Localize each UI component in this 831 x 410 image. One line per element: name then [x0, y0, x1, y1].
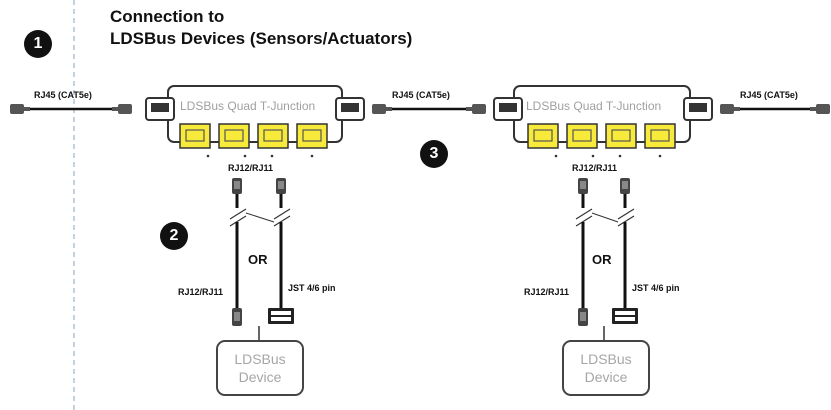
- drop-cables-1: [229, 178, 294, 326]
- title-line-2: LDSBus Devices (Sensors/Actuators): [110, 29, 413, 48]
- rj45-label-left: RJ45 (CAT5e): [34, 90, 92, 100]
- junction-label-2: LDSBus Quad T-Junction: [526, 99, 662, 113]
- junction-label-1: LDSBus Quad T-Junction: [180, 99, 316, 113]
- rj45-cable-right: [720, 104, 830, 114]
- rj12-label-bottom-1: RJ12/RJ11: [178, 287, 224, 297]
- rj45-label-right: RJ45 (CAT5e): [740, 90, 798, 100]
- title-line-1: Connection to: [110, 7, 225, 26]
- step-badge-3: 3: [420, 140, 448, 168]
- step-badge-1: 1: [24, 30, 52, 58]
- ldsbus-device-1: LDSBus Device: [216, 340, 304, 396]
- or-label-1: OR: [248, 252, 268, 267]
- rj12-label-top-1: RJ12/RJ11: [228, 163, 274, 173]
- rj45-cable-middle: [372, 104, 486, 114]
- rj12-label-top-2: RJ12/RJ11: [572, 163, 618, 173]
- drop-cables-2: [575, 178, 638, 326]
- rj45-label-middle: RJ45 (CAT5e): [392, 90, 450, 100]
- or-label-2: OR: [592, 252, 612, 267]
- device-name-line-2: Device: [238, 369, 282, 385]
- ldsbus-device-2: LDSBus Device: [562, 340, 650, 396]
- rj45-cable-left: [10, 104, 132, 114]
- rj12-label-bottom-2: RJ12/RJ11: [524, 287, 570, 297]
- device-name-line-1: LDSBus: [580, 351, 632, 367]
- page-title: Connection to LDSBus Devices (Sensors/Ac…: [110, 6, 412, 50]
- jst-label-1: JST 4/6 pin: [288, 283, 336, 293]
- jst-label-2: JST 4/6 pin: [632, 283, 680, 293]
- step-badge-2: 2: [160, 222, 188, 250]
- device-name-line-1: LDSBus: [234, 351, 286, 367]
- quad-t-junction-1: [145, 85, 365, 158]
- device-name-line-2: Device: [584, 369, 628, 385]
- quad-t-junction-2: [493, 85, 713, 158]
